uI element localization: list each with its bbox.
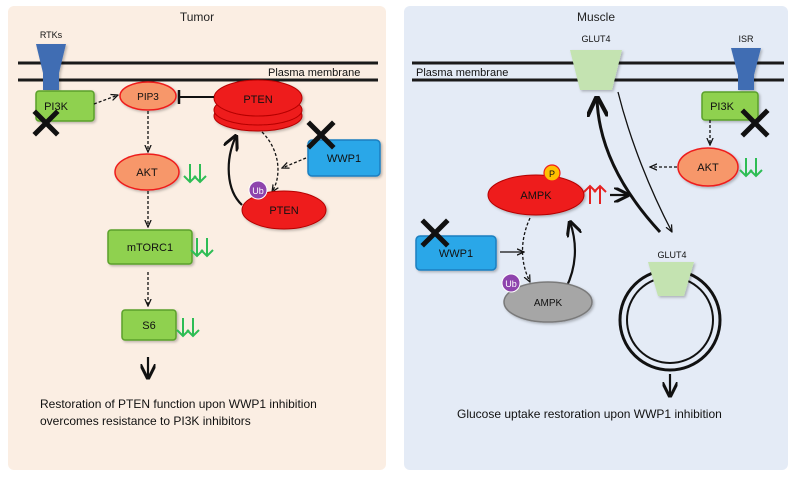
glut4-vesicle-transporter-icon	[648, 262, 694, 296]
rtk-label: RTKs	[40, 30, 63, 40]
pip3-label: PIP3	[137, 92, 159, 103]
muscle-wwp1-inhibitor-x-icon	[420, 218, 450, 248]
tumor-akt-decrease-icon	[183, 164, 207, 184]
phospho-label: P	[549, 169, 555, 179]
ampk-restoration-arrow	[565, 222, 575, 289]
pten-ub-node	[241, 190, 327, 230]
glut4-top-label: GLUT4	[581, 34, 610, 44]
pten-top-label: PTEN	[243, 94, 272, 106]
tumor-akt-node	[114, 153, 180, 191]
mtorc1-decrease-icon	[190, 238, 214, 258]
pten-restoration-arrow	[229, 136, 243, 206]
muscle-panel	[404, 6, 788, 470]
mtorc1-box	[107, 229, 193, 265]
s6-box	[121, 309, 177, 341]
muscle-ub-icon	[501, 273, 521, 293]
muscle-wwp1-box	[415, 235, 497, 271]
pten-bottom-label: PTEN	[269, 205, 298, 217]
muscle-wwp1-label: WWP1	[439, 248, 473, 260]
ampk-increase-icon	[583, 184, 607, 204]
s6-decrease-icon	[176, 318, 200, 338]
tumor-akt-label: AKT	[136, 167, 158, 179]
ampk-degradation-arrow	[521, 217, 531, 282]
tumor-title: Tumor	[180, 10, 214, 24]
tumor-ub-label: Ub	[252, 186, 264, 196]
pi3k-to-pip3-arrow	[93, 95, 118, 105]
glut4-membrane-transporter-icon	[570, 50, 622, 90]
tumor-pi3k-inhibitor-x-icon	[32, 109, 60, 137]
muscle-caption: Glucose uptake restoration upon WWP1 inh…	[457, 407, 722, 421]
phospho-icon	[543, 164, 561, 182]
ampk-ub-label: AMPK	[534, 298, 563, 309]
muscle-membrane-label: Plasma membrane	[416, 67, 508, 79]
tumor-wwp1-inhibitor-x-icon	[306, 120, 336, 150]
tumor-ub-icon	[248, 180, 268, 200]
glut4-endocytosis-arrow	[617, 91, 672, 232]
glut4-vesicle-label: GLUT4	[657, 250, 686, 260]
muscle-pi3k-label: PI3K	[710, 101, 735, 113]
isr-label: ISR	[738, 34, 754, 44]
s6-label: S6	[142, 320, 155, 332]
muscle-akt-label: AKT	[697, 162, 719, 174]
tumor-pi3k-label: PI3K	[44, 101, 69, 113]
tumor-wwp1-box	[307, 139, 381, 177]
pten-membrane-node	[213, 79, 303, 132]
glut4-exocytosis-arrow	[597, 98, 662, 234]
rtk-receptor-icon	[36, 44, 66, 90]
muscle-akt-decrease-icon	[739, 158, 763, 178]
ampk-node	[487, 174, 585, 216]
pip3-node	[119, 81, 177, 111]
muscle-title: Muscle	[577, 10, 615, 24]
tumor-pi3k-box	[35, 90, 95, 122]
ampk-ub-node	[503, 281, 593, 323]
tumor-membrane-label: Plasma membrane	[268, 67, 360, 79]
muscle-pi3k-inhibitor-x-icon	[740, 108, 770, 138]
mtorc1-label: mTORC1	[127, 242, 173, 254]
tumor-caption-line1: Restoration of PTEN function upon WWP1 i…	[40, 397, 317, 411]
isr-receptor-icon	[731, 48, 761, 90]
wwp1-to-pten-arrow	[282, 157, 307, 168]
tumor-wwp1-label: WWP1	[327, 153, 361, 165]
tumor-caption-line2: overcomes resistance to PI3K inhibitors	[40, 414, 251, 428]
muscle-akt-node	[677, 147, 739, 187]
ampk-label: AMPK	[520, 190, 552, 202]
pten-degradation-arrow	[261, 131, 278, 192]
muscle-ub-label: Ub	[505, 279, 517, 289]
